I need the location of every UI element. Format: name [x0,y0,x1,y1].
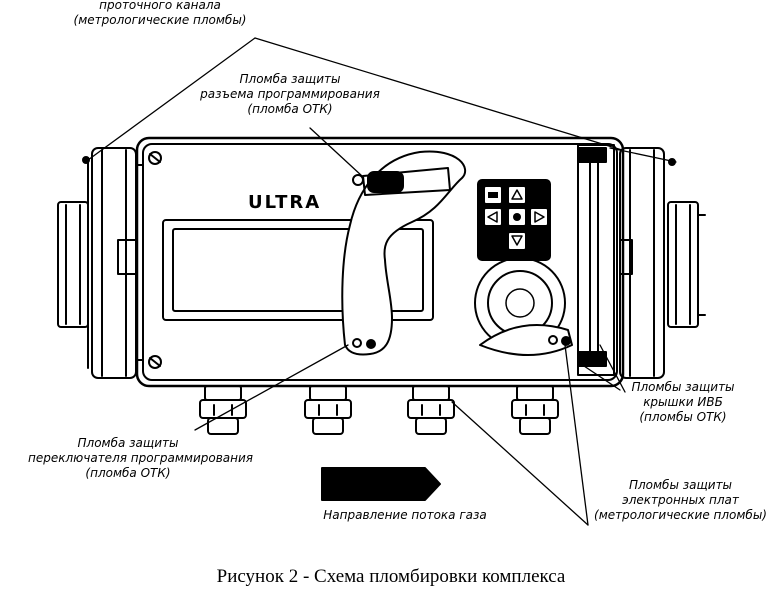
knob [474,257,573,356]
label-flow-channel: проточного канала (метрологические пломб… [73,0,247,27]
label-programming-connector: Пломба защиты разъема программирования (… [200,72,380,116]
flow-arrow-icon [321,467,441,501]
label-flow-direction: Направление потока газа [323,508,487,522]
brand-text: ULTRA [248,192,321,213]
keypad [477,179,551,261]
label-electronic-boards: Пломбы защиты электронных плат (метролог… [594,478,767,522]
programming-cover [341,150,467,356]
cable-glands [199,385,559,435]
right-flange [619,147,706,379]
figure-caption: Рисунок 2 - Схема пломбировки комплекса [216,566,566,587]
left-flange [57,147,143,379]
leader-lines [87,37,677,526]
label-ivb-cover: Пломбы защиты крышки ИВБ (пломбы ОТК) [631,380,735,424]
housing [135,136,625,388]
label-programming-switch: Пломба защиты переключателя программиров… [28,436,253,480]
